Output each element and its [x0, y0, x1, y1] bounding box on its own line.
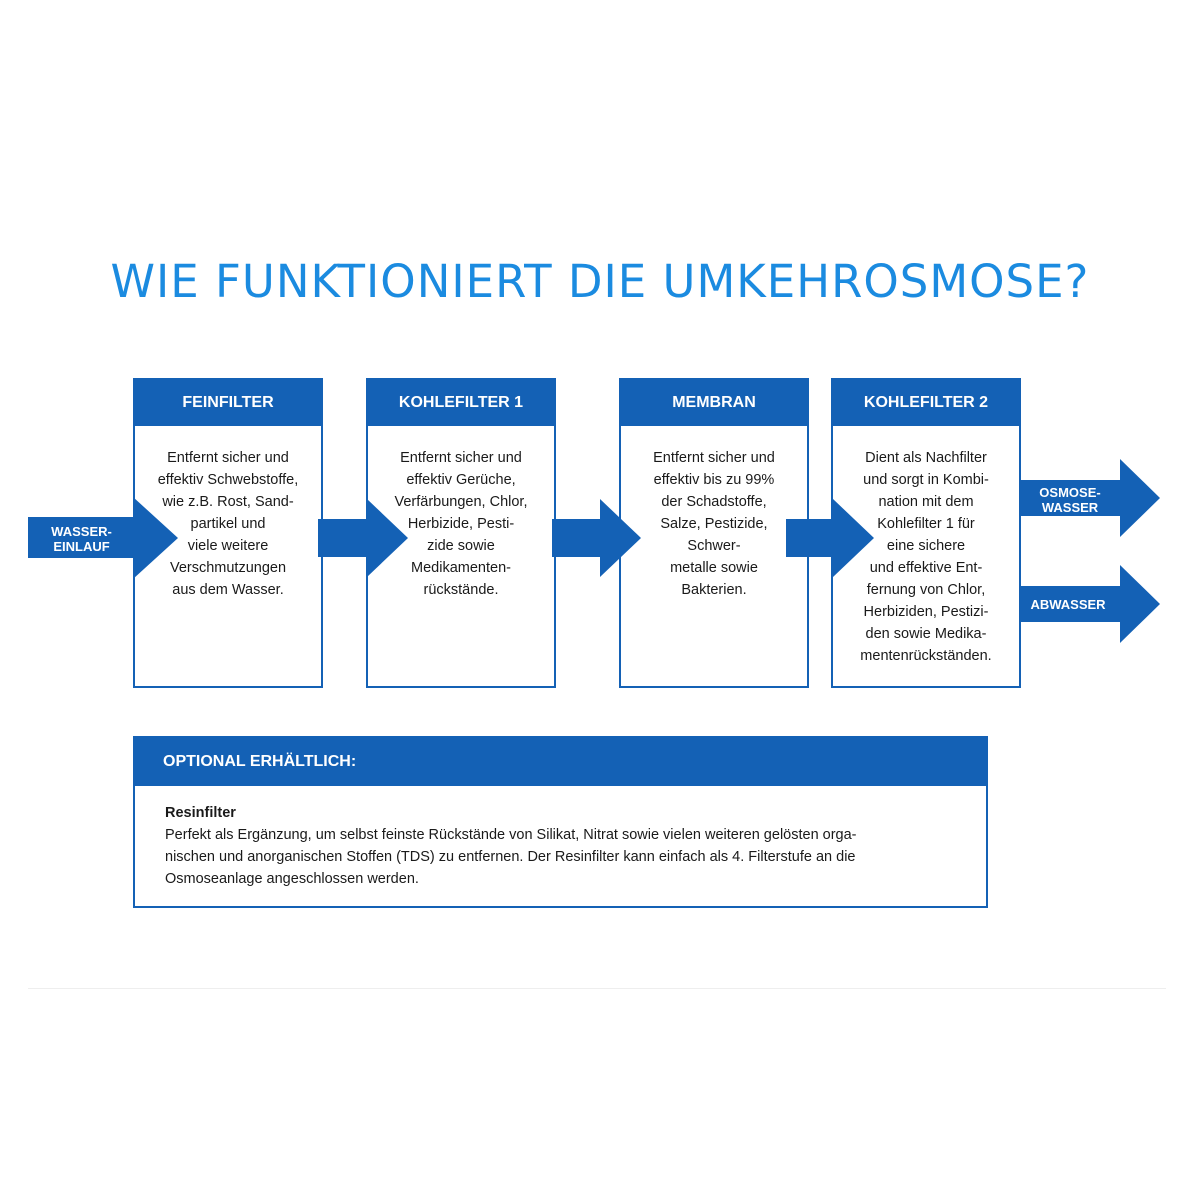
optional-description: Perfekt als Ergänzung, um selbst feinste… [165, 827, 857, 887]
filter-title: KOHLEFILTER 1 [368, 380, 554, 426]
output-label-abwasser: ABWASSER [1030, 597, 1106, 612]
divider [28, 988, 1166, 989]
input-arrow [28, 497, 178, 579]
flow-arrow-2 [552, 499, 641, 577]
page-title: WIE FUNKTIONIERT DIE UMKEHROSMOSE? [110, 255, 1090, 308]
filter-stage-feinfilter: FEINFILTER Entfernt sicher und effektiv … [133, 378, 323, 688]
filter-description: Entfernt sicher und effektiv bis zu 99% … [653, 450, 775, 598]
optional-content: Resinfilter Perfekt als Ergänzung, um se… [135, 786, 986, 890]
filter-description: Entfernt sicher und effektiv Schwebstoff… [157, 450, 299, 598]
filter-stage-membran: MEMBRAN Entfernt sicher und effektiv bis… [619, 378, 809, 688]
output-arrow-abwasser [1020, 565, 1160, 643]
output-label-osmosewasser: OSMOSE- WASSER [1039, 485, 1101, 515]
flow-arrow-1 [318, 499, 408, 577]
filter-stage-kohlefilter-1: KOHLEFILTER 1 Entfernt sicher und effekt… [366, 378, 556, 688]
input-label: WASSER- EINLAUF [51, 524, 112, 554]
filter-description: Dient als Nachfilter und sorgt in Kombi-… [860, 450, 992, 664]
flow-arrow-3 [786, 499, 874, 577]
optional-heading: OPTIONAL ERHÄLTLICH: [135, 738, 986, 786]
output-arrow-osmosewasser [1020, 459, 1160, 537]
optional-section: OPTIONAL ERHÄLTLICH: Resinfilter Perfekt… [133, 736, 988, 908]
filter-description: Entfernt sicher und effektiv Gerüche, Ve… [394, 450, 528, 598]
filter-title: FEINFILTER [135, 380, 321, 426]
filter-title: KOHLEFILTER 2 [833, 380, 1019, 426]
filter-stage-kohlefilter-2: KOHLEFILTER 2 Dient als Nachfilter und s… [831, 378, 1021, 688]
optional-product-name: Resinfilter [165, 805, 236, 821]
filter-title: MEMBRAN [621, 380, 807, 426]
